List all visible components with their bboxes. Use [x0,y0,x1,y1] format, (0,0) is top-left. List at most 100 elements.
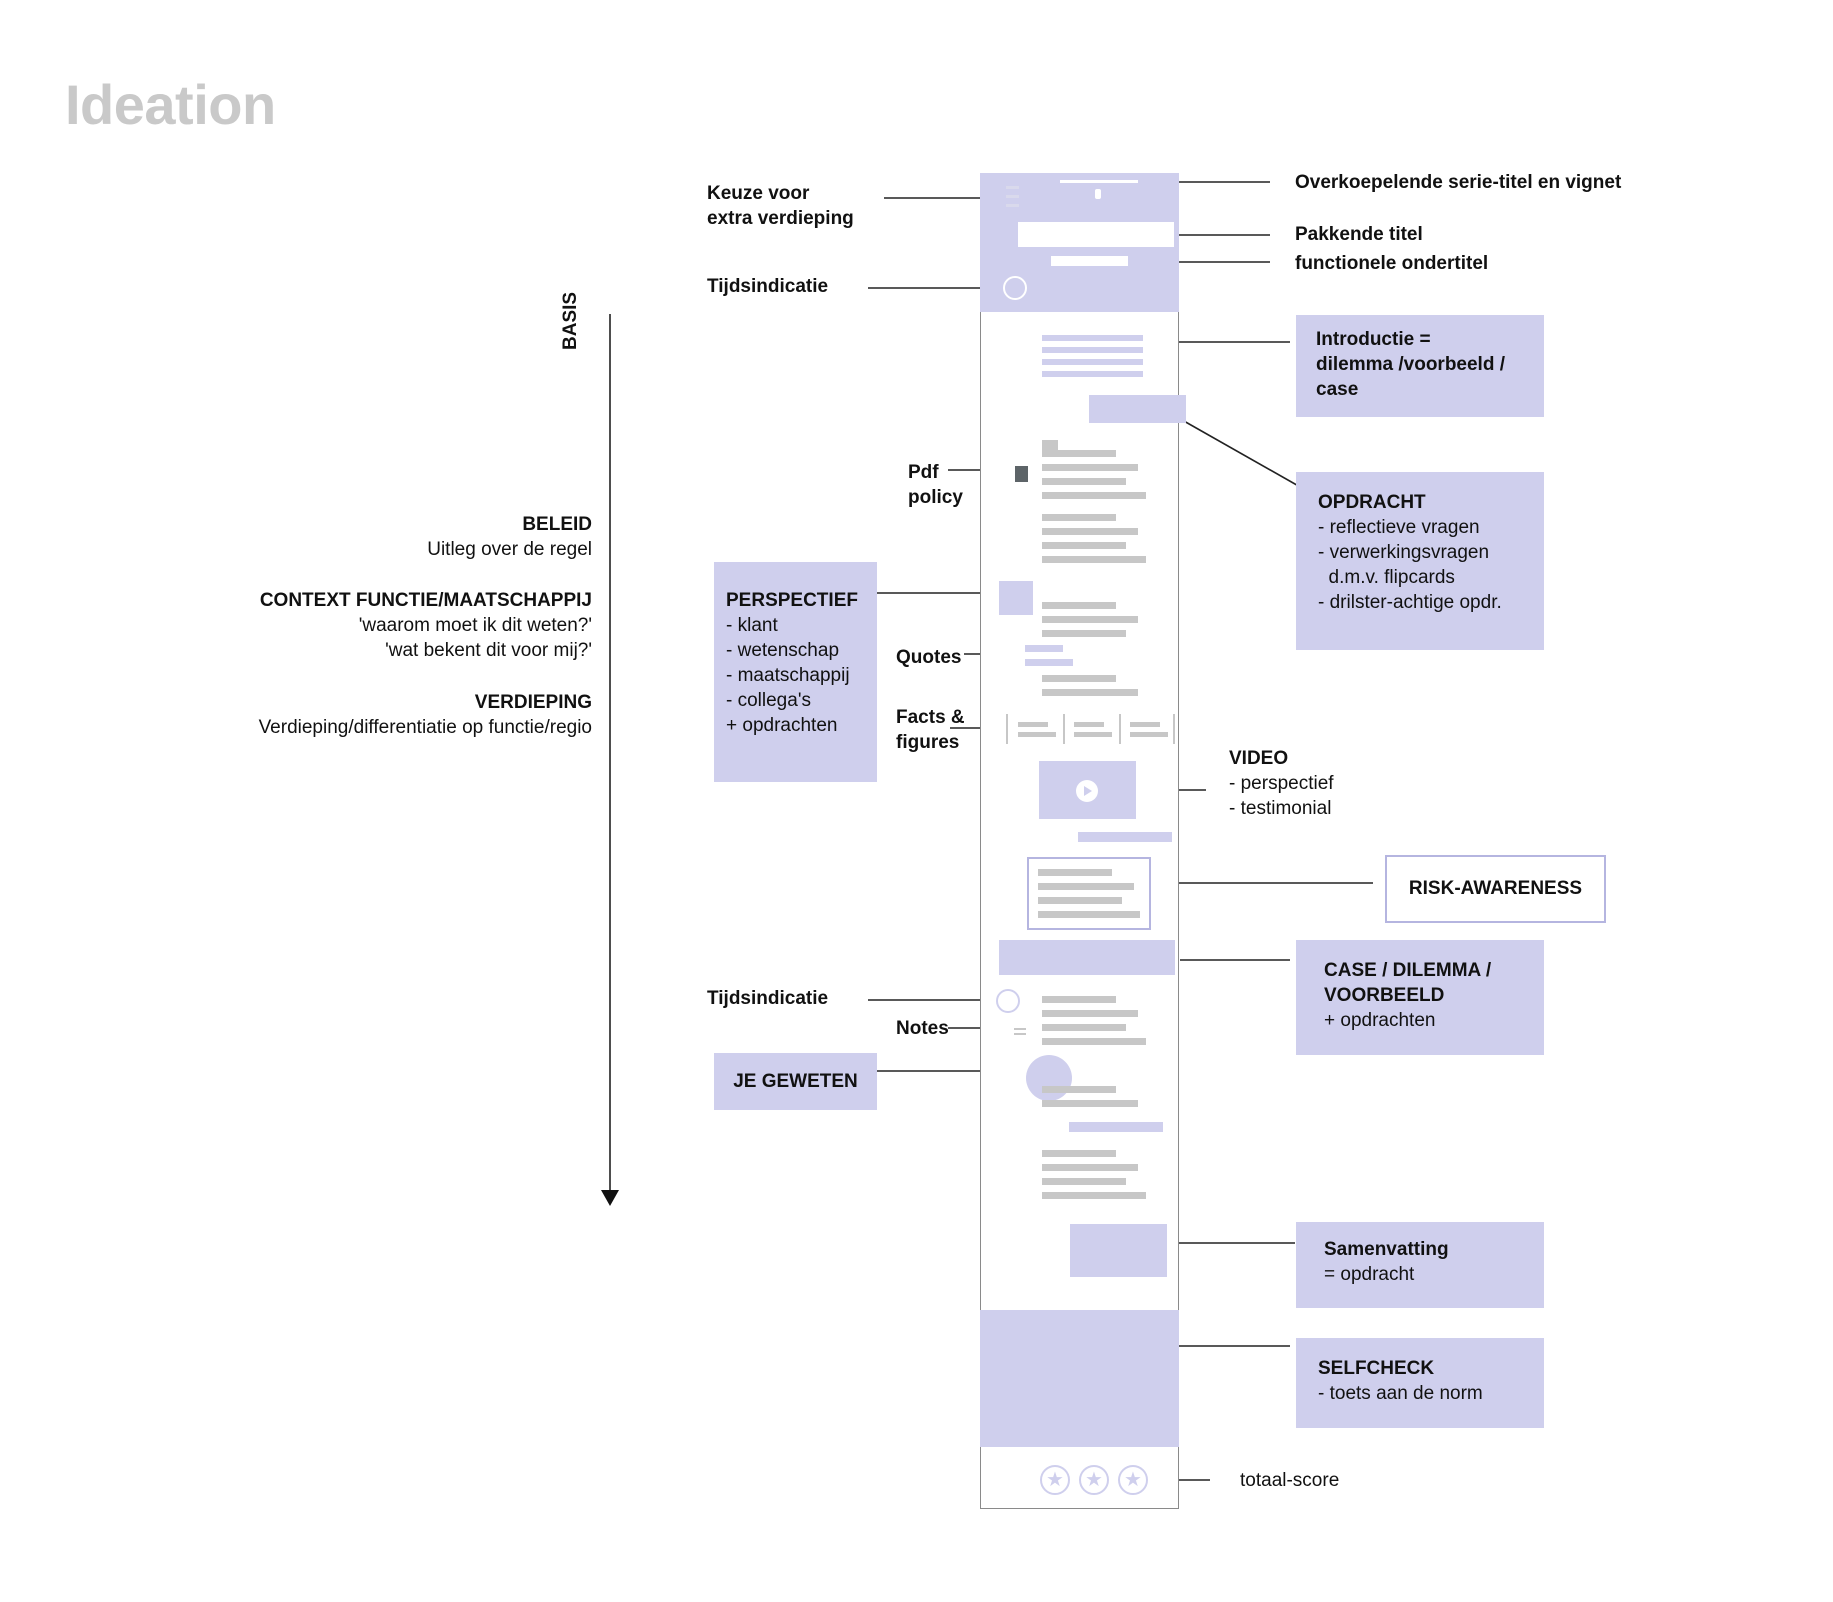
perspectief-item: - klant [726,615,778,636]
facts-line-1: Facts & [896,707,965,728]
context-q2: 'wat bekent dit voor mij?' [385,640,592,661]
text-line [1038,897,1122,904]
video-label: VIDEO - perspectief - testimonial [1229,746,1334,821]
page-title: Ideation [65,73,276,136]
beleid-group: BELEID Uitleg over de regel [180,512,592,562]
basis-arrowhead [601,1190,619,1206]
text-line [1042,440,1058,450]
text-line [1042,464,1138,471]
samenvatting-sub: = opdracht [1324,1264,1415,1285]
introductie-line: Introductie = [1316,329,1431,350]
vignet-mark [1095,189,1101,199]
notes-icon[interactable] [1014,1028,1026,1030]
text-line [1038,911,1140,918]
serie-title-bar [1060,180,1138,183]
text-line [1042,478,1126,485]
play-icon[interactable] [1076,780,1098,802]
clock-icon [996,989,1020,1013]
context-title: CONTEXT FUNCTIE/MAATSCHAPPIJ [259,590,592,611]
pakkende-titel-label: Pakkende titel [1295,224,1423,245]
perspectief-item: - maatschappij [726,665,850,686]
geweten-circle[interactable] [1026,1055,1072,1101]
facts-divider [1173,714,1175,744]
introductie-line: dilemma /voorbeeld / [1316,354,1505,375]
verdieping-group: VERDIEPING Verdieping/differentiatie op … [180,690,592,740]
intro-line [1042,347,1143,353]
text-line [1042,675,1116,682]
beleid-title: BELEID [522,514,592,535]
perspectief-block [999,581,1033,615]
tijdsindicatie-bottom-label: Tijdsindicatie [707,988,829,1009]
case-block [999,940,1175,975]
perspectief-title: PERSPECTIEF [726,590,858,611]
video-title: VIDEO [1229,748,1289,769]
play-icon-glyph [1084,786,1092,796]
text-line [1042,996,1116,1003]
text-line [1042,616,1138,623]
fact-line [1130,722,1160,727]
pdf-icon[interactable] [1015,466,1028,482]
text-line [1042,492,1146,499]
text-line [1038,869,1112,876]
menu-icon[interactable] [1006,186,1019,189]
text-line [1042,602,1116,609]
je-geweten-title: JE GEWETEN [733,1071,858,1092]
verdieping-title: VERDIEPING [474,692,592,713]
serie-titel-label: Overkoepelende serie-titel en vignet [1295,172,1622,193]
text-line [1042,1164,1138,1171]
connector-opdracht [1167,411,1303,489]
pakkende-titel-block [1018,222,1174,247]
perspectief-item: - wetenschap [726,640,840,661]
facts-label: Facts & figures [896,705,965,755]
fact-line [1018,722,1048,727]
risk-awareness-box: RISK-AWARENESS [1385,855,1606,923]
fact-line [1130,732,1168,737]
video-item: - perspectief [1229,773,1334,794]
risk-awareness-title: RISK-AWARENESS [1408,878,1583,899]
basis-label: BASIS [560,291,581,350]
selfcheck-sub: - toets aan de norm [1318,1383,1483,1404]
opdracht-box: OPDRACHT - reflectieve vragen - verwerki… [1296,472,1544,650]
notes-icon-line [1014,1033,1026,1035]
intro-line [1042,371,1143,377]
text-line [1042,1086,1116,1093]
menu-icon-bar [1006,204,1019,207]
samenvatting-block [1070,1224,1167,1277]
notes-label: Notes [896,1018,949,1039]
video-item: - testimonial [1229,798,1332,819]
text-line [1042,1192,1146,1199]
text-line [1042,1010,1138,1017]
keuze-label: Keuze voor extra verdieping [707,181,854,231]
introductie-box: Introductie = dilemma /voorbeeld / case [1296,315,1544,417]
case-box: CASE / DILEMMA / VOORBEELD + opdrachten [1296,940,1544,1055]
star-icon: ★ [1118,1465,1148,1495]
text-line [1038,883,1134,890]
text-line [1042,450,1116,457]
text-line [1042,1100,1138,1107]
selfcheck-block[interactable] [980,1310,1179,1447]
perspectief-box: PERSPECTIEF - klant - wetenschap - maats… [714,562,877,782]
selfcheck-box: SELFCHECK - toets aan de norm [1296,1338,1544,1428]
text-line [1042,1150,1116,1157]
opdracht-block [1089,395,1186,423]
samenvatting-title: Samenvatting [1324,1239,1449,1260]
ondertitel-block [1051,256,1128,266]
perspectief-item: + opdrachten [726,715,838,736]
opdracht-item: - reflectieve vragen [1318,517,1480,538]
fact-line [1074,722,1104,727]
keuze-line-1: Keuze voor [707,183,810,204]
case-line: CASE / DILEMMA / [1324,960,1492,981]
fact-line [1018,732,1056,737]
text-line [1042,1024,1126,1031]
risk-card [1027,857,1151,930]
opdracht-title: OPDRACHT [1318,492,1426,513]
text-line [1042,542,1126,549]
star-icon: ★ [1040,1465,1070,1495]
ondertitel-label: functionele ondertitel [1295,253,1489,274]
text-line [1042,1038,1146,1045]
text-line [1042,528,1138,535]
text-line [1042,514,1116,521]
opdracht-item: d.m.v. flipcards [1318,567,1455,588]
totaal-score-label: totaal-score [1240,1470,1340,1491]
